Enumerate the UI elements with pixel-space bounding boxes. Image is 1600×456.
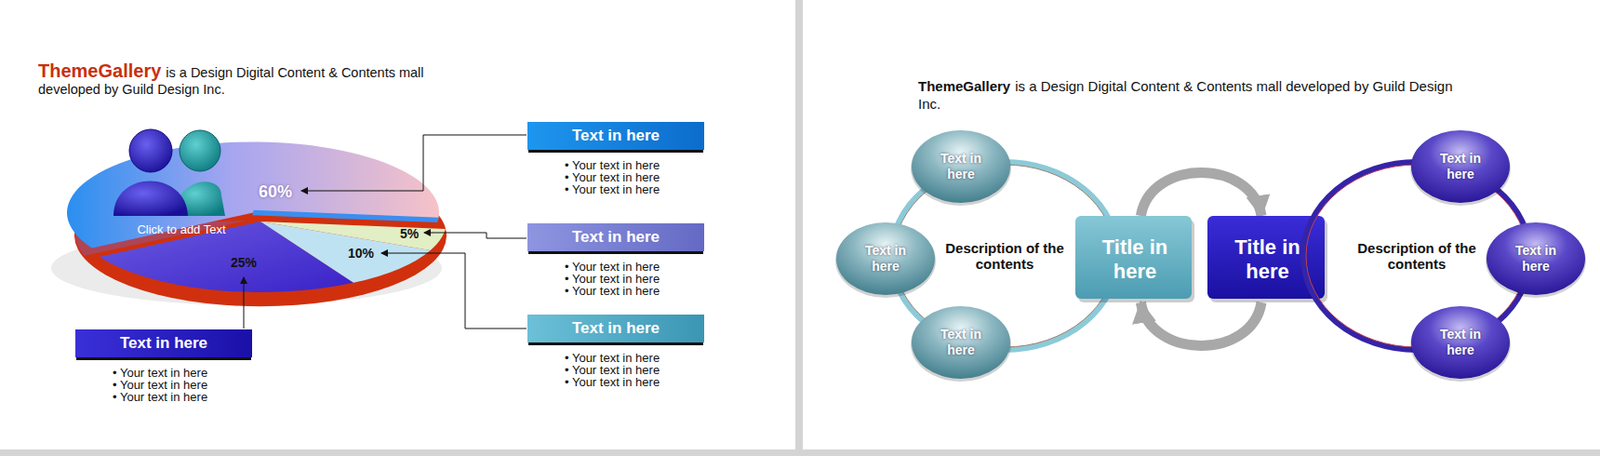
description-text: Description of the contents [1357,240,1477,272]
sphere-node: Text in here [834,220,937,297]
bullet-text: • Your text in here [112,366,253,379]
callout-number: Click to add Text [136,222,226,237]
callout-box: Text in here• Your text in here• Your te… [75,329,253,403]
bullet-text: • Your text in here [564,375,705,388]
sphere-node: Text in here [909,128,1013,205]
bullet-text: • Your text in here [564,351,705,364]
slide-heading: ThemeGalleryis a Design Digital Content … [38,62,467,98]
sphere-text: Text in here [1503,242,1569,275]
banner-heading: Text in here [527,314,705,343]
callout-number: 25% [230,254,257,270]
banner-heading: Text in here [527,121,705,150]
callout-number: 5% [400,226,419,241]
bullet-text: • Your text in here [564,272,705,285]
sphere-node: Text in here [1484,220,1587,297]
sphere-text: Text in here [928,326,994,359]
title-box: Title in here [1075,215,1195,303]
bullet-text: • Your text in here [112,378,253,391]
title-text: Title in here [1221,235,1315,284]
bullet-text: • Your text in here [564,183,705,196]
callout-box: Text in here• Your text in here• Your te… [527,314,705,388]
sphere-text: Text in here [1427,150,1494,183]
heading-text: ThemeGallery [38,60,161,81]
sphere-node: Text in here [1409,304,1512,381]
callout-number: 60% [258,182,293,202]
heading-text: ThemeGallery [918,78,1011,94]
bullet-text: • Your text in here [564,284,705,297]
sphere-node: Text in here [909,304,1013,381]
bullet-text: • Your text in here [564,363,705,376]
sphere-node: Text in here [1409,128,1512,205]
callout-number: 10% [347,245,374,261]
banner-heading: Text in here [75,329,253,358]
description-text: Description of the contents [945,240,1065,272]
sphere-text: Text in here [853,242,919,275]
title-text: Title in here [1088,235,1182,284]
sphere-text: Text in here [1427,326,1494,359]
sphere-text: Text in here [928,150,994,183]
callout-box: Text in here• Your text in here• Your te… [527,223,705,297]
slide-heading: ThemeGalleryis a Design Digital Content … [918,77,1477,113]
bullet-text: • Your text in here [564,159,705,172]
callout-box: Text in here• Your text in here• Your te… [527,121,705,196]
bullet-text: • Your text in here [564,171,705,184]
bullet-text: • Your text in here [112,390,253,403]
banner-heading: Text in here [527,223,705,252]
bullet-text: • Your text in here [564,260,705,273]
cycle-arrow [1140,302,1262,347]
cycle-arrow [1140,173,1262,217]
